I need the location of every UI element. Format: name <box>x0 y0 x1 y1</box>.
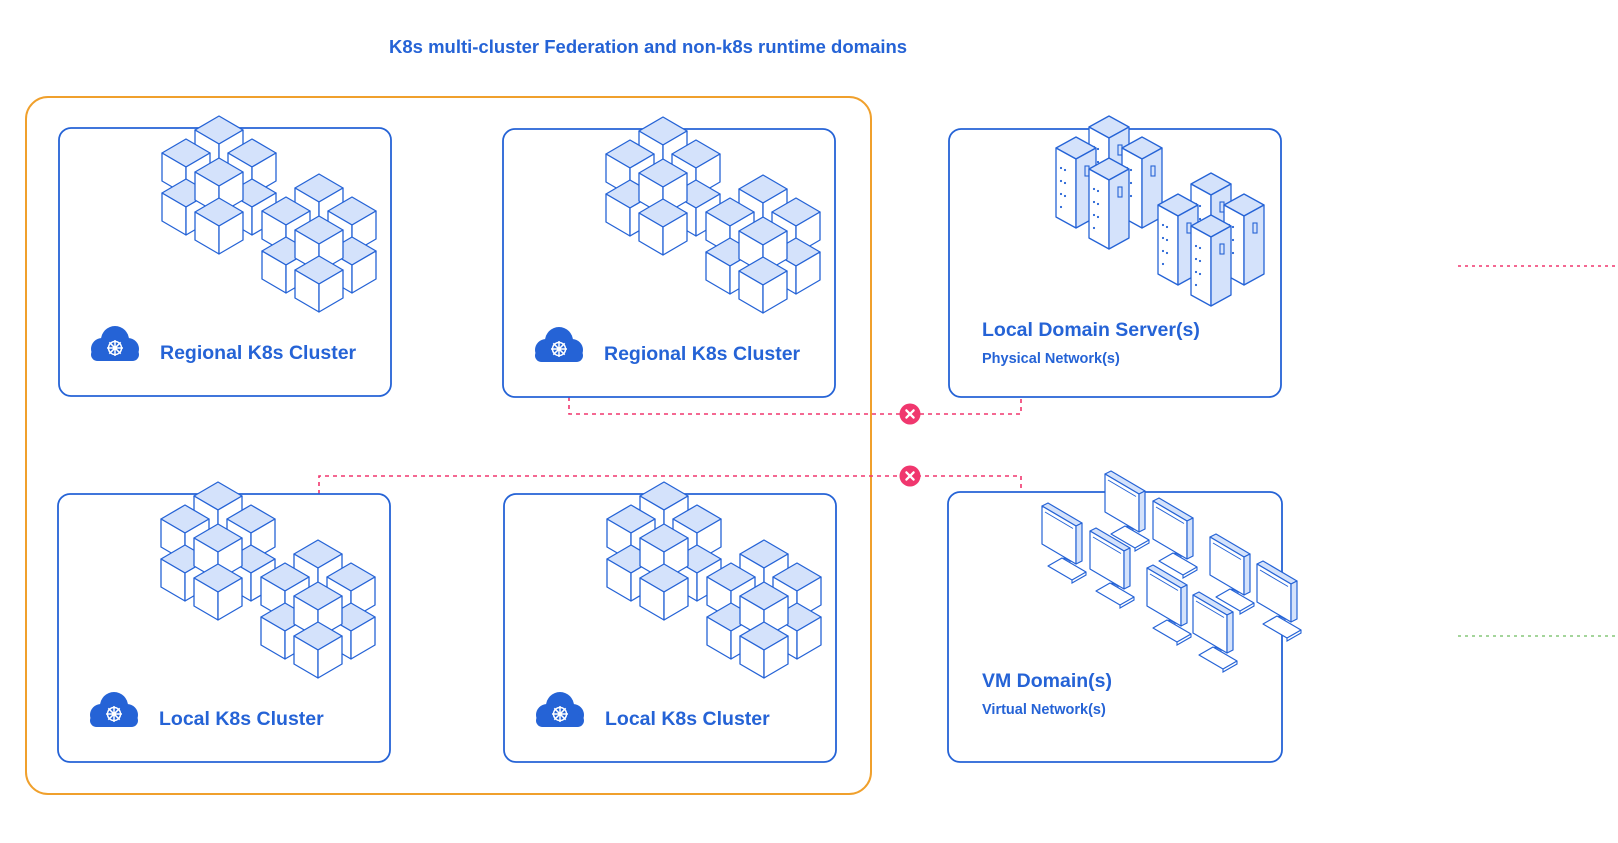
close-icon <box>898 464 922 488</box>
domain-sublabel: Virtual Network(s) <box>982 702 1106 718</box>
diagram-title: K8s multi-cluster Federation and non-k8s… <box>389 36 907 57</box>
cluster-label: Local K8s Cluster <box>605 708 770 730</box>
cluster-label: Regional K8s Cluster <box>160 342 357 364</box>
domain-card-servers: Local Domain Server(s) Physical Network(… <box>948 116 1282 398</box>
cluster-label: Local K8s Cluster <box>159 708 324 730</box>
connection-local-to-vm <box>318 475 1022 494</box>
cluster-card-local-1: Local K8s Cluster <box>57 482 391 763</box>
domain-card-vms: VM Domain(s) Virtual Network(s) <box>947 471 1301 763</box>
cluster-label: Regional K8s Cluster <box>604 343 801 365</box>
domain-label: VM Domain(s) <box>982 670 1112 692</box>
connection-regional-to-server <box>568 397 1022 415</box>
cluster-card-regional-2: Regional K8s Cluster <box>502 117 836 398</box>
close-icon <box>898 402 922 426</box>
domain-sublabel: Physical Network(s) <box>982 351 1120 367</box>
cluster-card-regional-1: Regional K8s Cluster <box>58 116 392 397</box>
cluster-card-local-2: Local K8s Cluster <box>503 482 837 763</box>
domain-label: Local Domain Server(s) <box>982 319 1200 341</box>
federation-boundary <box>25 96 872 795</box>
